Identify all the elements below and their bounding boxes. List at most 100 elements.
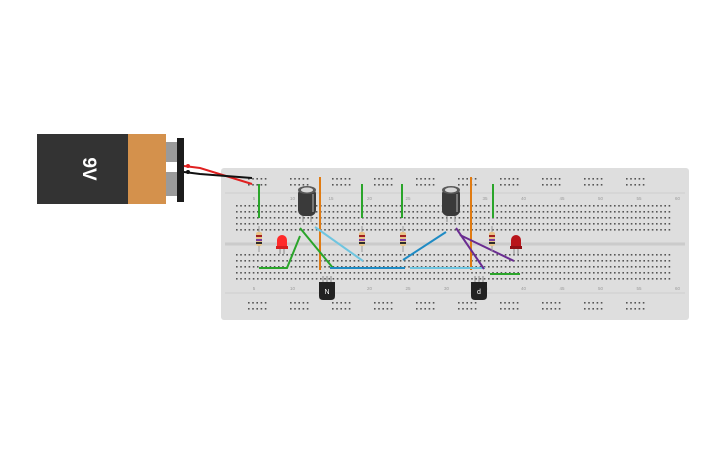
wire-green-5[interactable] (259, 235, 301, 269)
breadboard-hole (446, 254, 448, 256)
breadboard-hole (273, 266, 276, 268)
breadboard-hole (538, 205, 540, 207)
led-right[interactable] (510, 235, 522, 254)
breadboard-hole (660, 211, 662, 213)
breadboard-hole (467, 223, 469, 225)
breadboard-hole (504, 278, 507, 280)
breadboard-hole (530, 229, 532, 231)
breadboard-hole (391, 254, 393, 256)
breadboard-hole (248, 254, 251, 256)
capacitor-right[interactable] (442, 186, 460, 222)
battery-9v[interactable]: 9V (37, 134, 184, 204)
breadboard-hole (614, 260, 616, 262)
breadboard-hole (668, 217, 671, 219)
breadboard-hole (353, 217, 356, 219)
breadboard-hole (614, 205, 616, 207)
breadboard-hole (260, 302, 263, 304)
breadboard-hole (236, 229, 238, 231)
breadboard-hole (273, 278, 276, 280)
breadboard-hole (618, 266, 620, 268)
breadboard-hole (542, 184, 544, 186)
breadboard-hole (467, 211, 469, 213)
breadboard-hole (471, 278, 473, 280)
breadboard-hole (601, 254, 603, 256)
wire-blue-2[interactable] (402, 231, 447, 261)
breadboard-hole (433, 278, 435, 280)
breadboard-hole (252, 178, 254, 180)
breadboard-hole (660, 260, 662, 262)
breadboard-hole (551, 272, 553, 274)
breadboard-hole (437, 205, 440, 207)
breadboard-hole (264, 184, 267, 186)
breadboard-hole (622, 272, 624, 274)
breadboard-hole (311, 217, 314, 219)
breadboard-hole (597, 254, 599, 256)
breadboard-hole (626, 229, 629, 231)
breadboard-hole (513, 205, 515, 207)
breadboard-hole (563, 205, 566, 207)
breadboard-hole (509, 278, 511, 280)
transistor-left[interactable]: N (319, 276, 335, 300)
breadboard-hole (542, 272, 545, 274)
breadboard-hole (508, 178, 510, 180)
breadboard-hole (294, 211, 297, 213)
resistor-4[interactable] (489, 226, 495, 252)
breadboard-hole (269, 211, 272, 213)
breadboard-hole (328, 205, 330, 207)
led-left[interactable] (276, 235, 288, 254)
breadboard-hole (521, 278, 524, 280)
breadboard-hole (458, 278, 461, 280)
breadboard-hole (433, 229, 435, 231)
breadboard-hole (504, 184, 506, 186)
breadboard-hole (294, 254, 297, 256)
breadboard-hole (252, 217, 255, 219)
breadboard-hole (500, 272, 503, 274)
breadboard-hole (395, 223, 398, 225)
resistor-3[interactable] (400, 226, 406, 252)
breadboard-hole (290, 217, 293, 219)
breadboard-hole (639, 211, 641, 213)
transistor-right[interactable]: d (471, 276, 487, 300)
breadboard-hole (504, 272, 507, 274)
capacitor-left[interactable] (298, 186, 316, 222)
breadboard-hole (420, 211, 423, 213)
resistor-1[interactable] (256, 226, 262, 252)
breadboard-hole (290, 266, 293, 268)
breadboard-hole (416, 184, 418, 186)
breadboard-hole (370, 254, 372, 256)
breadboard-hole (315, 217, 318, 219)
breadboard-hole (362, 278, 364, 280)
breadboard-hole (303, 260, 305, 262)
breadboard-hole (614, 272, 616, 274)
breadboard-hole (597, 272, 599, 274)
breadboard-hole (635, 205, 637, 207)
breadboard-hole (500, 205, 503, 207)
breadboard-hole (425, 260, 427, 262)
breadboard-hole (601, 205, 603, 207)
breadboard-hole (668, 278, 671, 280)
breadboard-hole (618, 260, 620, 262)
breadboard-hole (475, 266, 477, 268)
breadboard-hole (244, 254, 246, 256)
breadboard-hole (306, 302, 309, 304)
breadboard-hole (630, 178, 632, 180)
breadboard-hole (437, 223, 440, 225)
breadboard-hole (336, 184, 338, 186)
resistor-2[interactable] (359, 226, 365, 252)
breadboard-hole (458, 217, 461, 219)
wire-green-6[interactable] (299, 227, 334, 269)
breadboard-hole (240, 217, 242, 219)
breadboard-hole (492, 272, 494, 274)
wire-light-blue-1[interactable] (314, 226, 364, 262)
breadboard-hole (236, 278, 238, 280)
breadboard-hole (261, 229, 263, 231)
breadboard-hole (290, 272, 293, 274)
breadboard-hole (651, 223, 654, 225)
breadboard-hole (341, 205, 343, 207)
breadboard-hole (470, 308, 473, 310)
breadboard-hole (660, 272, 662, 274)
breadboard-hole (516, 308, 519, 310)
breadboard-hole (404, 272, 406, 274)
breadboard-hole (387, 254, 389, 256)
wire-purple-2[interactable] (459, 234, 515, 262)
